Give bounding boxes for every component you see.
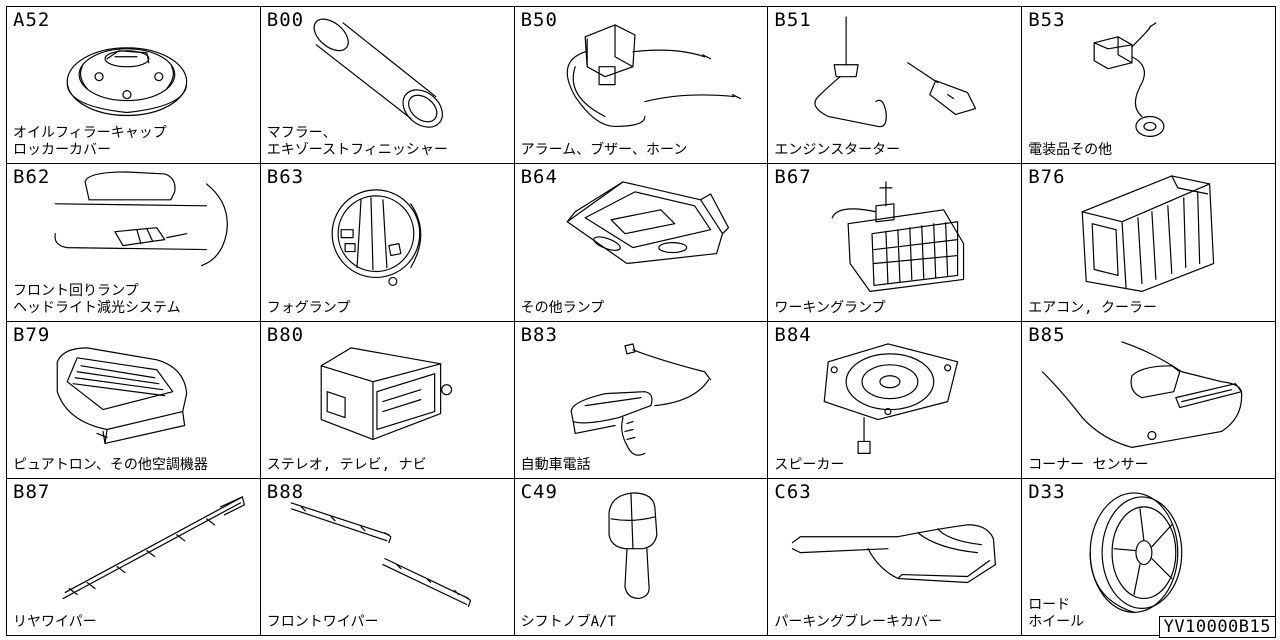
category-cell-b85[interactable]: B85 コーナー センサー xyxy=(1022,321,1276,479)
category-label: スピーカー xyxy=(774,456,845,473)
category-code: B51 xyxy=(774,9,812,31)
category-cell-b67[interactable]: B67 ワーキングランプ xyxy=(768,164,1023,322)
category-cell-c49[interactable]: C49 シフトノブA/T xyxy=(514,478,769,636)
category-cell-b64[interactable]: B64 その他ランプ xyxy=(514,164,769,322)
category-cell-b80[interactable]: B80 ステレオ, テレビ, ナビ xyxy=(260,321,515,479)
category-code: B88 xyxy=(266,480,305,503)
category-label: エアコン, クーラー xyxy=(1028,299,1158,316)
category-code: C49 xyxy=(520,480,558,503)
category-code: C63 xyxy=(774,480,812,503)
category-code: B85 xyxy=(1028,323,1066,346)
category-code: B76 xyxy=(1028,166,1066,189)
category-label: シフトノブA/T xyxy=(520,614,616,630)
category-code: B87 xyxy=(13,480,51,503)
category-cell-b63[interactable]: B63 フォグランプ xyxy=(260,164,515,322)
category-label: マフラー、 エキゾーストフィニッシャー xyxy=(266,125,448,159)
category-label: コーナー センサー xyxy=(1028,456,1149,473)
category-label: パーキングブレーキカバー xyxy=(774,614,942,630)
category-code: B50 xyxy=(520,9,558,31)
category-cell-c63[interactable]: C63 パーキングブレーキカバー xyxy=(768,478,1023,636)
category-cell-b76[interactable]: B76 エアコン, クーラー xyxy=(1022,164,1276,322)
category-cell-b62[interactable]: B62 フロント回りランプ ヘッドライト減光システム xyxy=(7,164,261,322)
category-code: B64 xyxy=(520,166,558,189)
category-cell-b79[interactable]: B79 ピュアトロン、その他空調機器 xyxy=(7,321,261,479)
category-cell-b50[interactable]: B50 アラーム、ブザー、ホーン xyxy=(514,7,769,165)
category-label: ステレオ, テレビ, ナビ xyxy=(266,456,427,473)
category-label: その他ランプ xyxy=(520,299,605,316)
category-code: B53 xyxy=(1028,9,1066,31)
category-code: B63 xyxy=(266,166,305,189)
category-cell-b84[interactable]: B84 スピーカー xyxy=(768,321,1023,479)
category-code: B80 xyxy=(266,323,305,346)
category-cell-b87[interactable]: B87 リヤワイパー xyxy=(7,478,261,636)
diagram-reference-number: YV10000B15 xyxy=(1158,616,1276,638)
category-cell-b83[interactable]: B83 自動車電話 xyxy=(514,321,769,479)
category-cell-b00[interactable]: B00 マフラー、 エキゾーストフィニッシャー xyxy=(260,7,515,165)
category-label: オイルフィラーキャップ ロッカーカバー xyxy=(13,125,167,159)
category-code: A52 xyxy=(13,9,51,31)
category-label: フロントワイパー xyxy=(266,614,379,630)
category-label: エンジンスターター xyxy=(774,142,901,159)
category-label: アラーム、ブザー、ホーン xyxy=(520,142,688,159)
category-code: B84 xyxy=(774,323,812,346)
category-label: フォグランプ xyxy=(266,299,351,316)
category-label: 自動車電話 xyxy=(520,456,591,473)
parts-category-grid: A52 オイルフィラーキャップ ロッカーカバー B00 マフラー、 エキゾースト… xyxy=(6,6,1276,636)
category-cell-b88[interactable]: B88 フロントワイパー xyxy=(260,478,515,636)
category-label: ロード ホイール xyxy=(1028,597,1085,630)
category-code: B62 xyxy=(13,166,51,189)
category-code: D33 xyxy=(1028,480,1066,503)
category-code: B79 xyxy=(13,323,51,346)
category-code: B00 xyxy=(266,9,305,31)
category-label: 電装品その他 xyxy=(1028,142,1113,159)
category-code: B83 xyxy=(520,323,558,346)
category-code: B67 xyxy=(774,166,812,189)
category-cell-d33[interactable]: D33 ロード ホイール xyxy=(1022,478,1276,636)
category-label: ピュアトロン、その他空調機器 xyxy=(13,456,208,473)
category-cell-a52[interactable]: A52 オイルフィラーキャップ ロッカーカバー xyxy=(7,7,261,165)
category-label: リヤワイパー xyxy=(13,614,97,630)
category-cell-b53[interactable]: B53 電装品その他 xyxy=(1022,7,1276,165)
category-label: ワーキングランプ xyxy=(774,299,886,316)
category-cell-b51[interactable]: B51 エンジンスターター xyxy=(768,7,1023,165)
category-label: フロント回りランプ ヘッドライト減光システム xyxy=(13,282,181,316)
